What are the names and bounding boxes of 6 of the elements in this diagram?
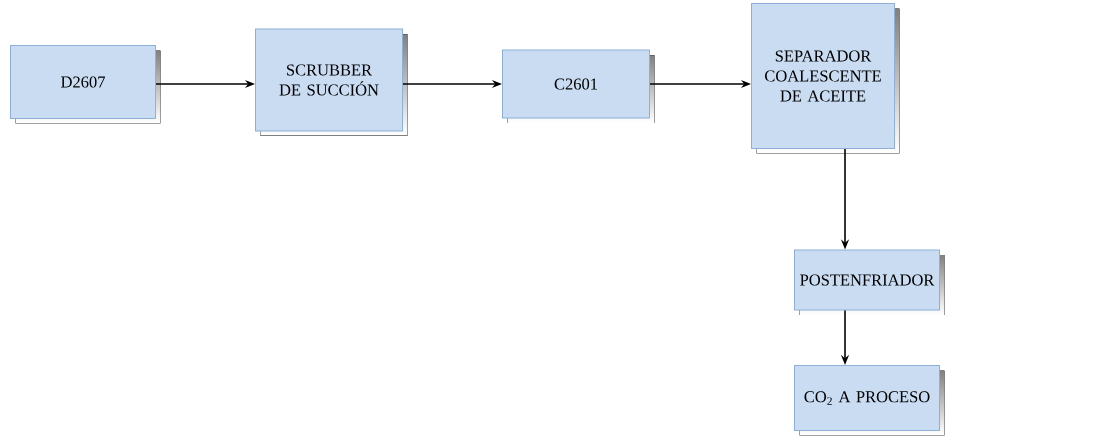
process-box: SEPARADOR COALESCENTE DE ACEITE — [751, 3, 900, 154]
process-box: POSTENFRIADOR — [794, 249, 945, 315]
process-box: C2601 — [502, 49, 655, 123]
process-box: D2607 — [10, 45, 161, 124]
process-box: CO$_{2}$ A PROCESO — [794, 365, 945, 436]
process-box: SCRUBBER DE SUCCIÓN — [255, 28, 408, 136]
